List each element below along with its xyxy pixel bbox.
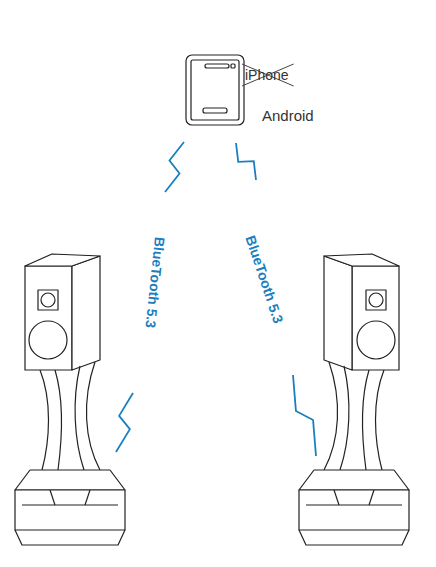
bluetooth-bolt [236, 143, 256, 180]
speaker-on-stand [299, 254, 409, 545]
bluetooth-bolt [116, 393, 133, 452]
bluetooth-bolt [293, 375, 316, 456]
cross-mark [242, 64, 294, 86]
crossed-out-label: iPhone [245, 67, 289, 83]
phone-drawing [186, 55, 244, 125]
cross-mark [242, 64, 294, 86]
speaker-on-stand [15, 254, 125, 545]
bluetooth-label: BlueTooth 5.3 [142, 236, 167, 329]
bluetooth-label: BlueTooth 5.3 [242, 233, 286, 325]
platform-label: Android [262, 107, 314, 124]
bluetooth-bolt [165, 142, 184, 192]
phone-node: iPhoneAndroid [185, 55, 318, 127]
